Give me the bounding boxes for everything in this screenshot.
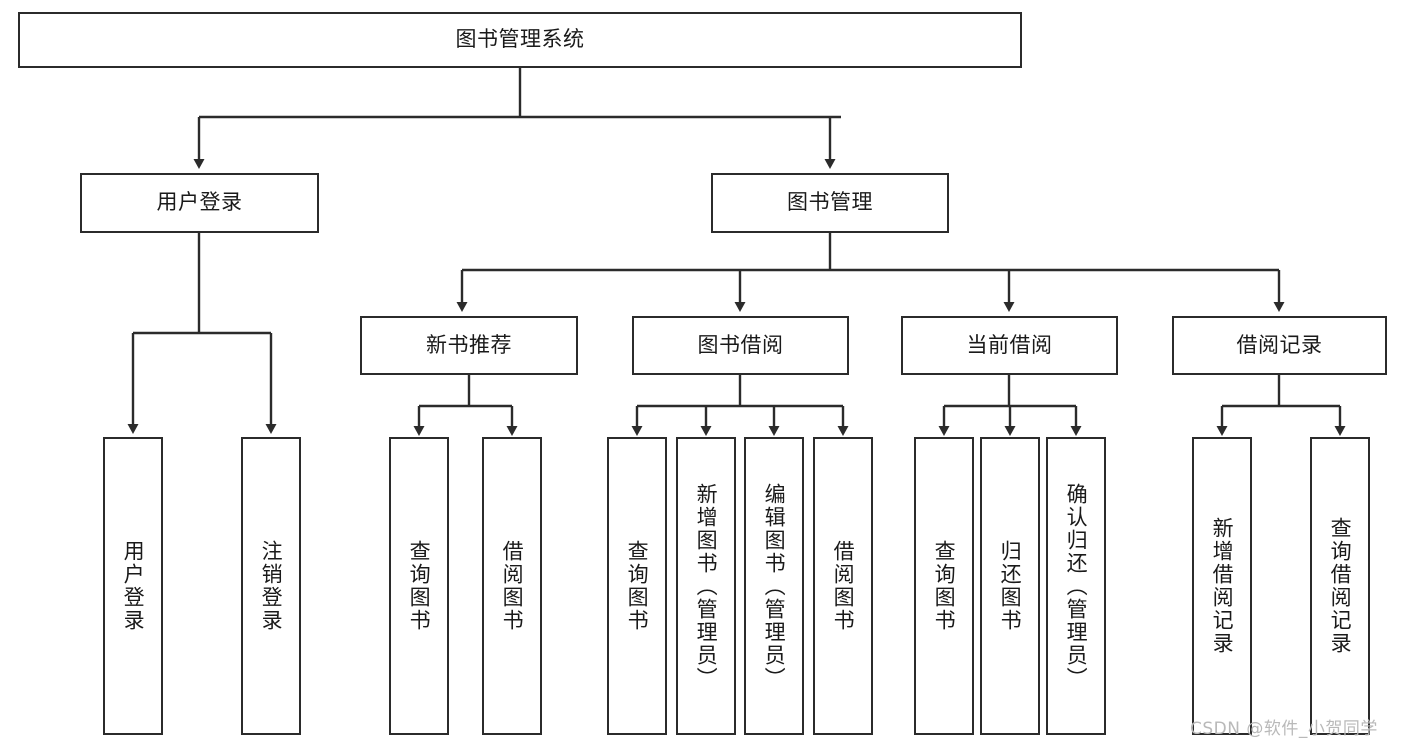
node-label: 新书推荐 bbox=[426, 332, 512, 357]
node-label: 图书管理系统 bbox=[455, 27, 585, 52]
leaf-logout[interactable]: 注销登录 bbox=[241, 437, 301, 735]
node-label: 图书借阅 bbox=[697, 332, 784, 357]
node-label: 查询图书 bbox=[407, 540, 432, 632]
leaf-query-book-current[interactable]: 查询图书 bbox=[914, 437, 974, 735]
leaf-add-borrow-record[interactable]: 新增借阅记录 bbox=[1192, 437, 1252, 735]
node-label: 查询借阅记录 bbox=[1328, 517, 1353, 655]
leaf-edit-book-admin[interactable]: 编辑图书（管理员） bbox=[744, 437, 804, 735]
leaf-user-login[interactable]: 用户登录 bbox=[103, 437, 163, 735]
watermark-text: CSDN @软件_小贺同学 bbox=[1190, 719, 1378, 739]
node-label: 当前借阅 bbox=[966, 332, 1053, 357]
node-label: 用户登录 bbox=[156, 190, 243, 215]
node-user-login[interactable]: 用户登录 bbox=[80, 173, 319, 233]
node-borrow-record[interactable]: 借阅记录 bbox=[1172, 316, 1387, 375]
node-root-library-system[interactable]: 图书管理系统 bbox=[18, 12, 1022, 68]
node-current-borrow[interactable]: 当前借阅 bbox=[901, 316, 1118, 375]
node-label: 用户登录 bbox=[121, 540, 146, 632]
node-label: 新增借阅记录 bbox=[1210, 517, 1235, 655]
leaf-borrow-book-recommend[interactable]: 借阅图书 bbox=[482, 437, 542, 735]
leaf-return-book[interactable]: 归还图书 bbox=[980, 437, 1040, 735]
leaf-borrow-book[interactable]: 借阅图书 bbox=[813, 437, 873, 735]
node-label: 确认归还（管理员） bbox=[1064, 482, 1089, 690]
node-label: 新增图书（管理员） bbox=[694, 482, 719, 690]
leaf-query-book-recommend[interactable]: 查询图书 bbox=[389, 437, 449, 735]
node-label: 图书管理 bbox=[787, 190, 873, 215]
leaf-confirm-return-admin[interactable]: 确认归还（管理员） bbox=[1046, 437, 1106, 735]
node-label: 查询图书 bbox=[932, 540, 957, 632]
node-label: 借阅记录 bbox=[1236, 332, 1323, 357]
node-new-book-recommend[interactable]: 新书推荐 bbox=[360, 316, 578, 375]
node-label: 查询图书 bbox=[625, 540, 650, 632]
node-label: 编辑图书（管理员） bbox=[762, 482, 787, 690]
node-book-management[interactable]: 图书管理 bbox=[711, 173, 949, 233]
node-label: 注销登录 bbox=[259, 540, 284, 632]
leaf-add-book-admin[interactable]: 新增图书（管理员） bbox=[676, 437, 736, 735]
node-label: 借阅图书 bbox=[831, 540, 856, 632]
leaf-query-borrow-record[interactable]: 查询借阅记录 bbox=[1310, 437, 1370, 735]
node-label: 借阅图书 bbox=[500, 540, 525, 632]
node-label: 归还图书 bbox=[998, 540, 1023, 632]
leaf-query-book-borrow[interactable]: 查询图书 bbox=[607, 437, 667, 735]
node-book-borrow[interactable]: 图书借阅 bbox=[632, 316, 849, 375]
